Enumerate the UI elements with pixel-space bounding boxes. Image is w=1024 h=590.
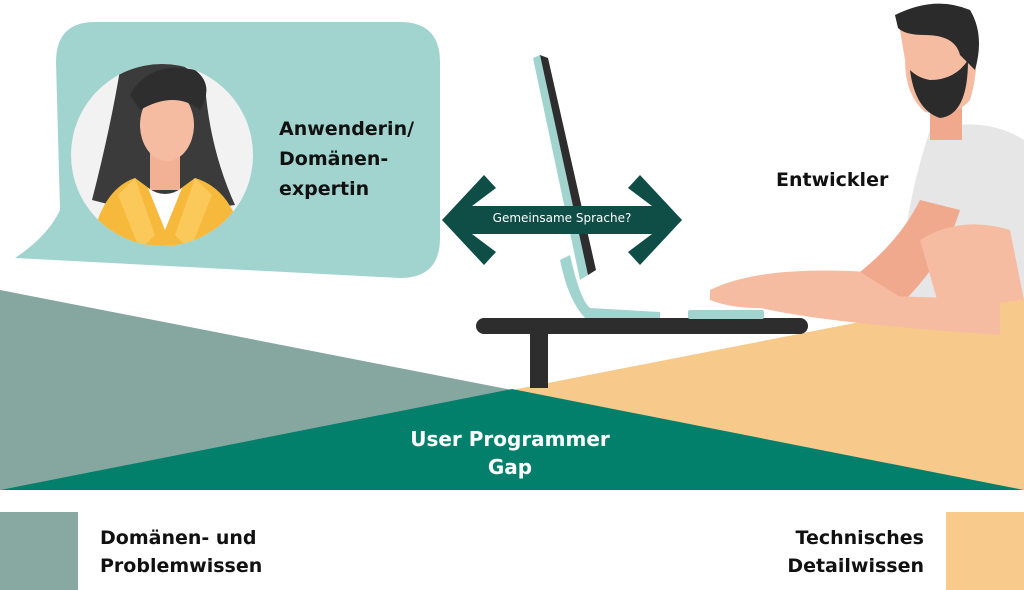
legend-technical-line-2: Detailwissen [787,555,924,577]
developer-figure [710,3,1024,335]
legend-technical-text: Technisches Detailwissen [787,524,924,580]
legend-domain-line-1: Domänen- und [100,527,257,549]
persona-avatar [71,64,253,246]
legend-swatch-domain [0,512,78,590]
double-arrow [442,175,682,265]
gap-label-line-1: User Programmer [410,427,610,451]
gap-overlap-triangle [0,389,1024,490]
legend-domain-line-2: Problemwissen [100,555,263,577]
gap-label-line-2: Gap [487,455,533,479]
legend-swatch-technical [946,512,1024,590]
desk [476,310,808,388]
persona-label-line-3: expertin [279,178,370,200]
arrow-label: Gemeinsame Sprache? [492,211,632,225]
persona-label-line-2: Domänen- [279,148,389,170]
persona-label: Anwenderin/ Domänen- expertin [279,114,449,204]
developer-label: Entwickler [776,169,889,191]
gap-label: User Programmer Gap [380,425,640,481]
legend-domain-text: Domänen- und Problemwissen [100,524,262,580]
legend-technical-line-1: Technisches [795,527,924,549]
persona-label-line-1: Anwenderin/ [279,118,415,140]
